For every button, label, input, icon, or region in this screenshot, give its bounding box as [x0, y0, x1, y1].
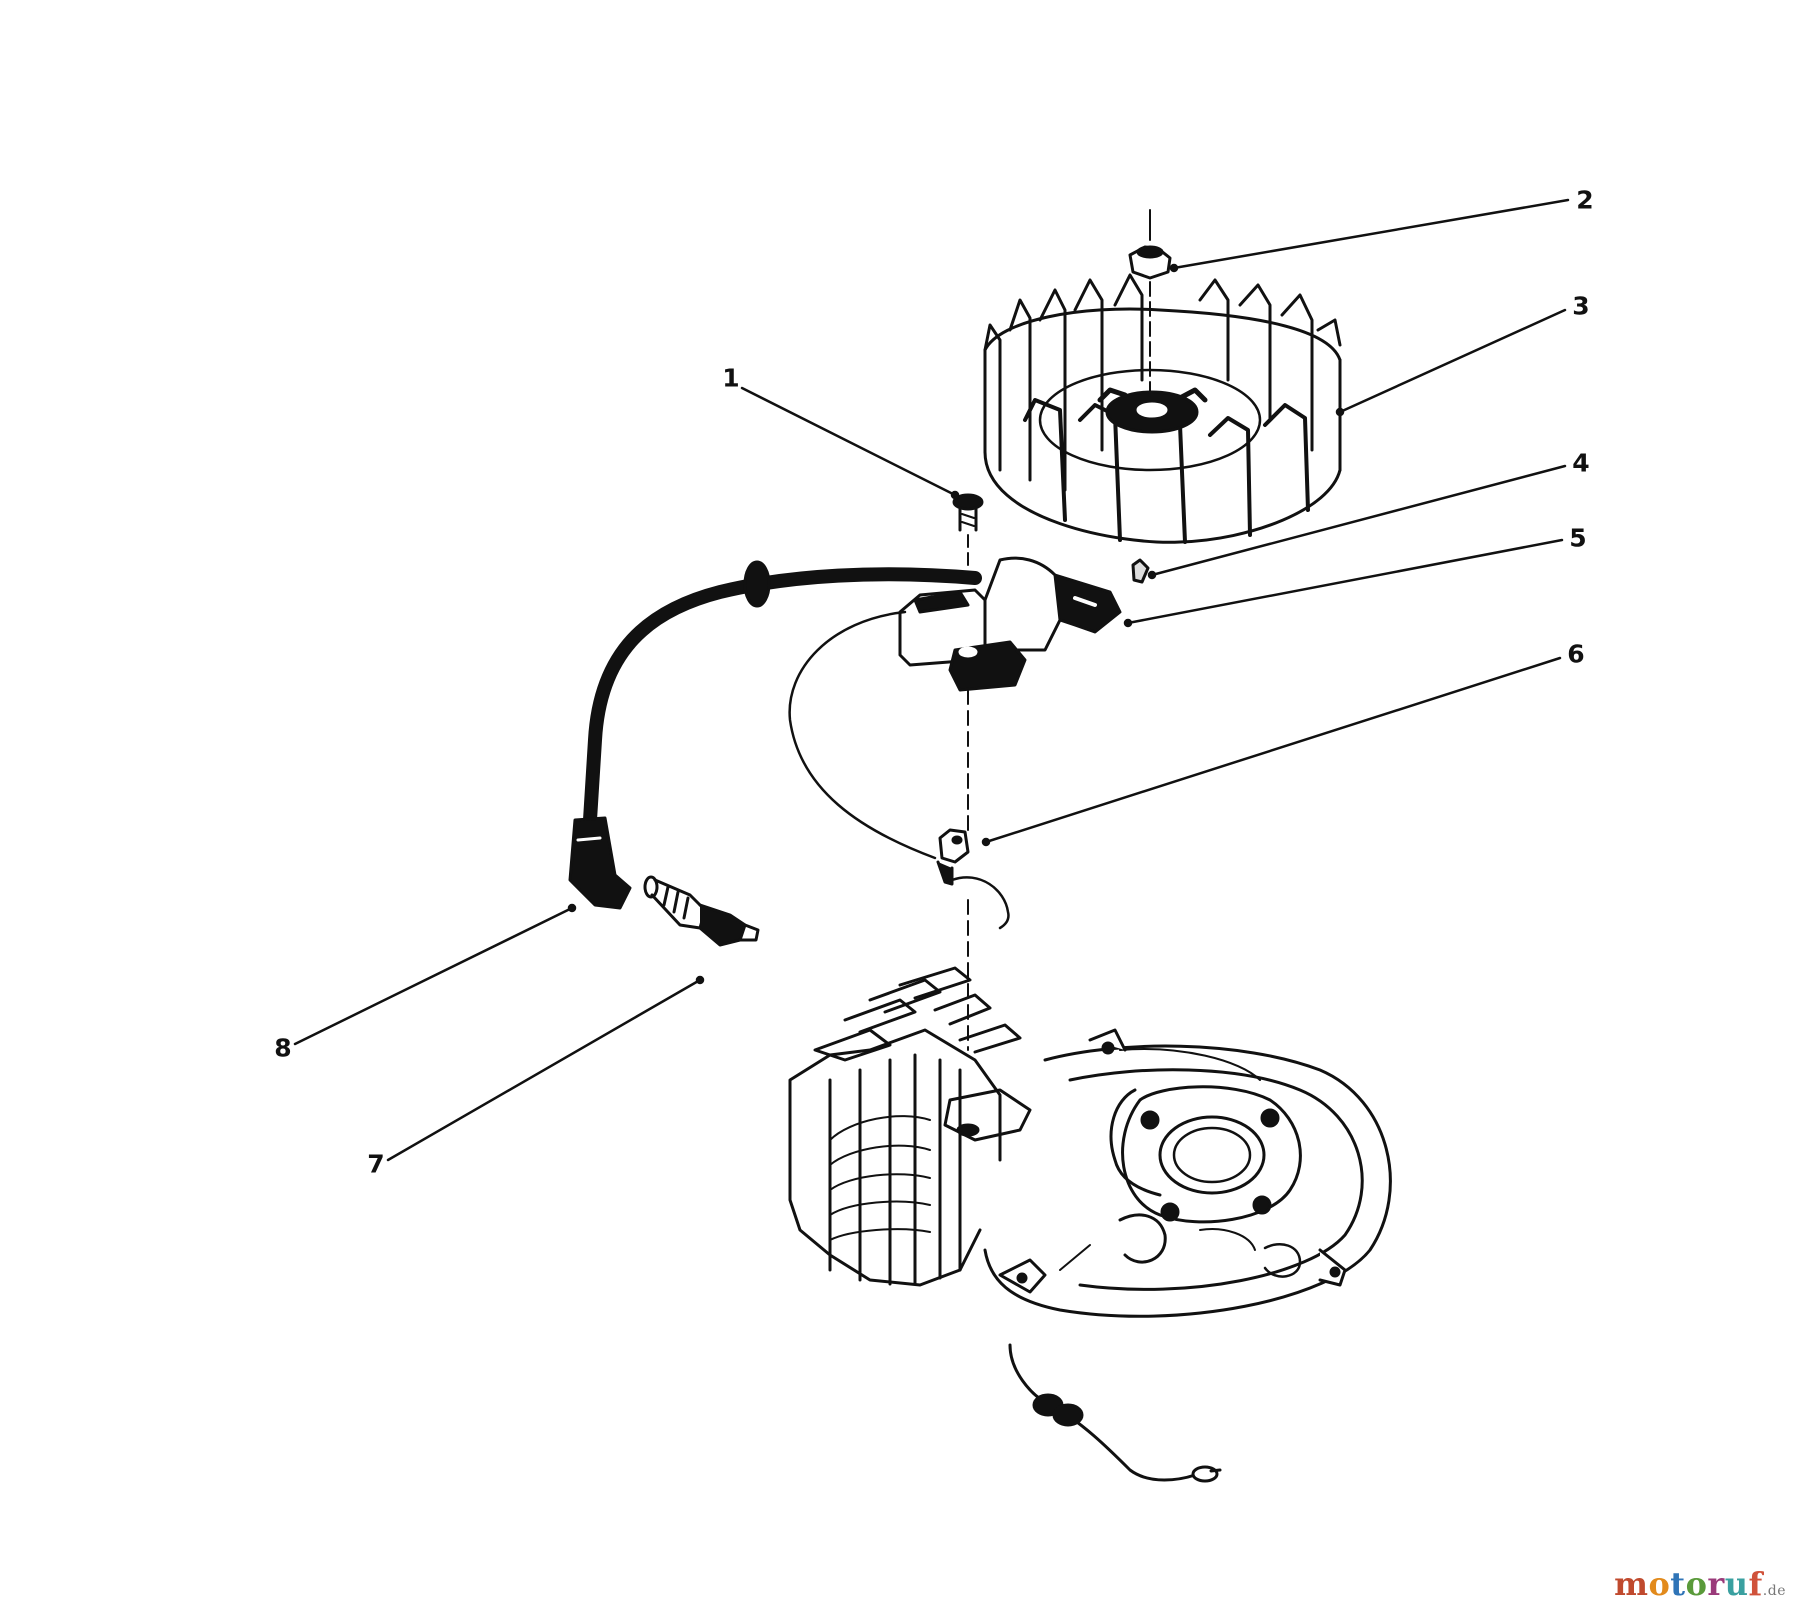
callout-3: 3 [1572, 291, 1590, 321]
spark-plug-boot-part [568, 560, 982, 910]
wire-clip-part [936, 828, 1010, 1051]
crankcase-backplate-part [983, 1028, 1392, 1318]
callout-4: 4 [1572, 448, 1590, 478]
spark-plug-part [643, 875, 760, 947]
callout-8: 8 [274, 1033, 292, 1063]
ground-lead-part [1008, 1343, 1222, 1483]
watermark-suffix: .de [1762, 1583, 1786, 1599]
callout-1: 1 [722, 363, 740, 393]
callout-5: 5 [1569, 523, 1587, 553]
callout-7: 7 [367, 1149, 385, 1179]
watermark-logo: motoruf.de [1614, 1565, 1786, 1603]
callout-6: 6 [1567, 639, 1585, 669]
nut-part [1128, 209, 1172, 401]
flywheel-part [983, 273, 1342, 544]
engine-block-part [788, 966, 1032, 1287]
key-part [1131, 558, 1150, 584]
callout-2: 2 [1576, 185, 1594, 215]
watermark-text: motoruf [1614, 1565, 1763, 1603]
ignition-module-part [898, 556, 1122, 831]
screw-part [952, 493, 984, 571]
leader-lines [293, 198, 1570, 1162]
